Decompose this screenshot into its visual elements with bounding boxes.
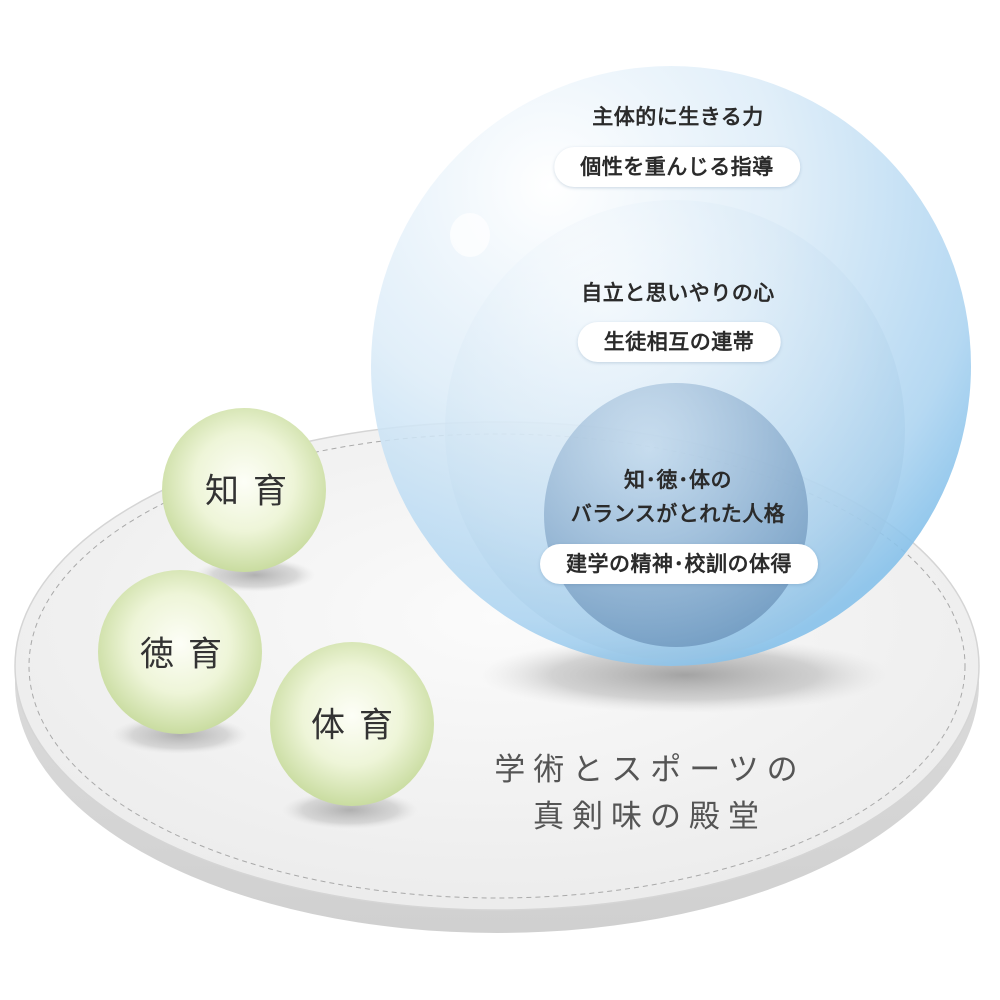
sphere-shadow <box>480 637 890 713</box>
orb-taiiku <box>270 642 434 806</box>
middle-sphere-heading: 自立と思いやりの心 <box>581 280 775 305</box>
inner-sphere-pill: 建学の精神･校訓の体得 <box>540 544 818 584</box>
inner-sphere-heading-line2: バランスがとれた人格 <box>570 501 786 526</box>
orb-shadow <box>282 791 418 829</box>
outer-sphere-pill: 個性を重んじる指導 <box>554 147 800 187</box>
orb-label-chiiku: 知育 <box>205 471 301 512</box>
orb-chiiku <box>162 408 326 572</box>
inner-sphere-heading-line1: 知･徳･体の <box>624 467 732 492</box>
sphere-highlight <box>450 213 490 257</box>
orb-label-tokuiku: 徳育 <box>140 634 236 675</box>
orb-tokuiku <box>98 570 262 734</box>
middle-sphere-pill: 生徒相互の連帯 <box>577 322 781 362</box>
motto-line1: 学術とスポーツの <box>494 752 806 788</box>
motto-line2: 真剣味の殿堂 <box>533 799 767 835</box>
outer-sphere-heading: 主体的に生きる力 <box>592 104 764 129</box>
orb-label-taiiku: 体育 <box>311 705 407 746</box>
